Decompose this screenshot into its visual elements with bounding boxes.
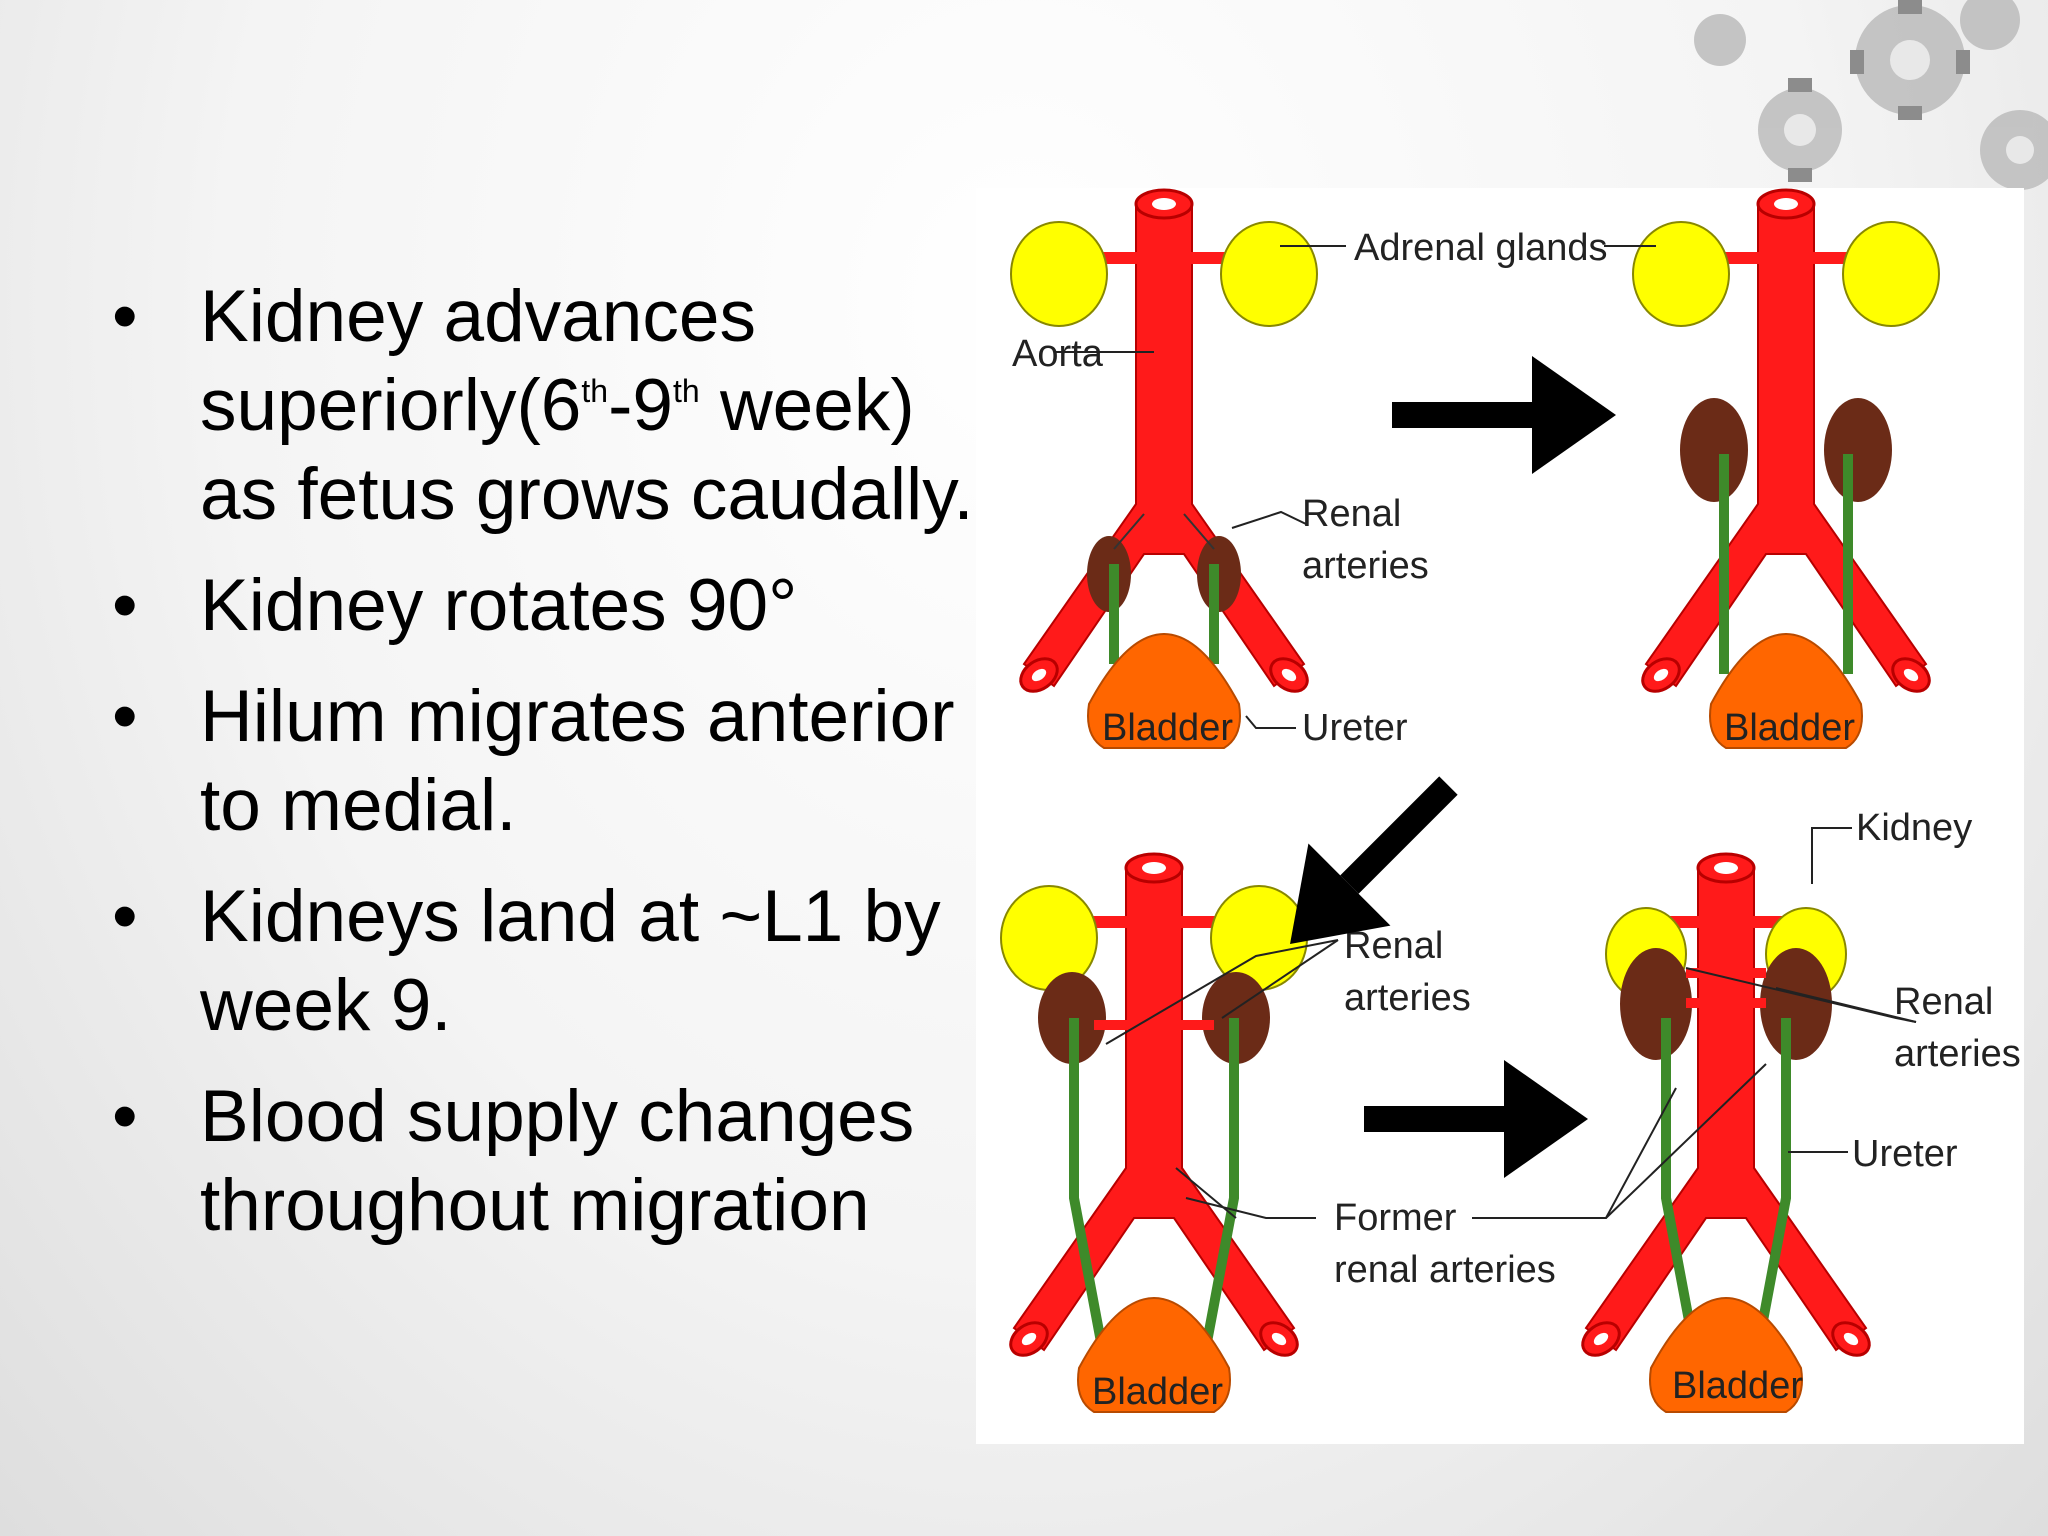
bullet-text: Kidney advances superiorly(6th-9th week)… bbox=[200, 276, 974, 535]
kidney-left bbox=[1620, 948, 1692, 1060]
renal-arteries-label-2: Renal bbox=[1344, 925, 1443, 967]
right-arrow-icon bbox=[1364, 1060, 1588, 1178]
kidney-right bbox=[1760, 948, 1832, 1060]
down-left-arrow-icon bbox=[1290, 776, 1458, 944]
adrenal-gland-left bbox=[1010, 221, 1108, 327]
bladder-label: Bladder bbox=[1724, 707, 1855, 749]
renal-arteries-label-3: Renal bbox=[1894, 981, 1993, 1023]
adrenal-glands-label: Adrenal glands bbox=[1354, 227, 1608, 269]
kidney-right bbox=[1824, 398, 1892, 502]
ureter-label-1: Ureter bbox=[1302, 707, 1408, 749]
bullet-item: • Kidneys land at ~L1 by week 9. bbox=[112, 872, 992, 1050]
former-renal-arteries-label: Former bbox=[1334, 1197, 1457, 1239]
bullet-dot: • bbox=[112, 565, 138, 646]
former-renal-arteries-label-b: renal arteries bbox=[1334, 1249, 1556, 1291]
bullet-text: Kidneys land at ~L1 by week 9. bbox=[200, 876, 941, 1046]
kidney-migration-diagram: Bladder Aorta Adrenal glands Renal arter… bbox=[976, 188, 2024, 1444]
renal-arteries-label-1: Renal bbox=[1302, 493, 1401, 535]
bullet-item: • Kidney advances superiorly(6th-9th week… bbox=[112, 272, 992, 539]
stage-1-diagram bbox=[1010, 188, 1318, 749]
gears-decoration bbox=[1694, 0, 2048, 190]
bullet-dot: • bbox=[112, 276, 138, 357]
bullet-text: Kidney rotates 90° bbox=[200, 565, 798, 646]
stage-3-diagram bbox=[1000, 852, 1308, 1413]
renal-arteries-label-2b: arteries bbox=[1344, 977, 1471, 1019]
bullet-text: Blood supply changes throughout migratio… bbox=[200, 1076, 915, 1246]
bullet-item: • Blood supply changes throughout migrati… bbox=[112, 1072, 992, 1250]
kidney-left bbox=[1680, 398, 1748, 502]
bullet-dot: • bbox=[112, 876, 138, 957]
stage-2-diagram bbox=[1632, 188, 1940, 749]
bladder-label: Bladder bbox=[1102, 707, 1233, 749]
bullet-text: Hilum migrates anterior to medial. bbox=[200, 676, 955, 846]
bladder-label: Bladder bbox=[1092, 1371, 1223, 1413]
aorta-label: Aorta bbox=[1012, 333, 1104, 375]
bullet-dot: • bbox=[112, 676, 138, 757]
bladder bbox=[1087, 633, 1241, 749]
ureter-label-2: Ureter bbox=[1852, 1133, 1958, 1175]
bullet-item: • Kidney rotates 90° bbox=[112, 561, 992, 650]
bullet-list: • Kidney advances superiorly(6th-9th week… bbox=[112, 272, 992, 1272]
adrenal-gland-right bbox=[1220, 221, 1318, 327]
renal-arteries-label-3b: arteries bbox=[1894, 1033, 2021, 1075]
bullet-dot: • bbox=[112, 1076, 138, 1157]
renal-arteries-label-1b: arteries bbox=[1302, 545, 1429, 587]
bladder-label: Bladder bbox=[1672, 1365, 1803, 1407]
right-arrow-icon bbox=[1392, 356, 1616, 474]
kidney-label: Kidney bbox=[1856, 807, 1972, 849]
bullet-item: • Hilum migrates anterior to medial. bbox=[112, 672, 992, 850]
stage-4-diagram bbox=[1575, 852, 1877, 1413]
